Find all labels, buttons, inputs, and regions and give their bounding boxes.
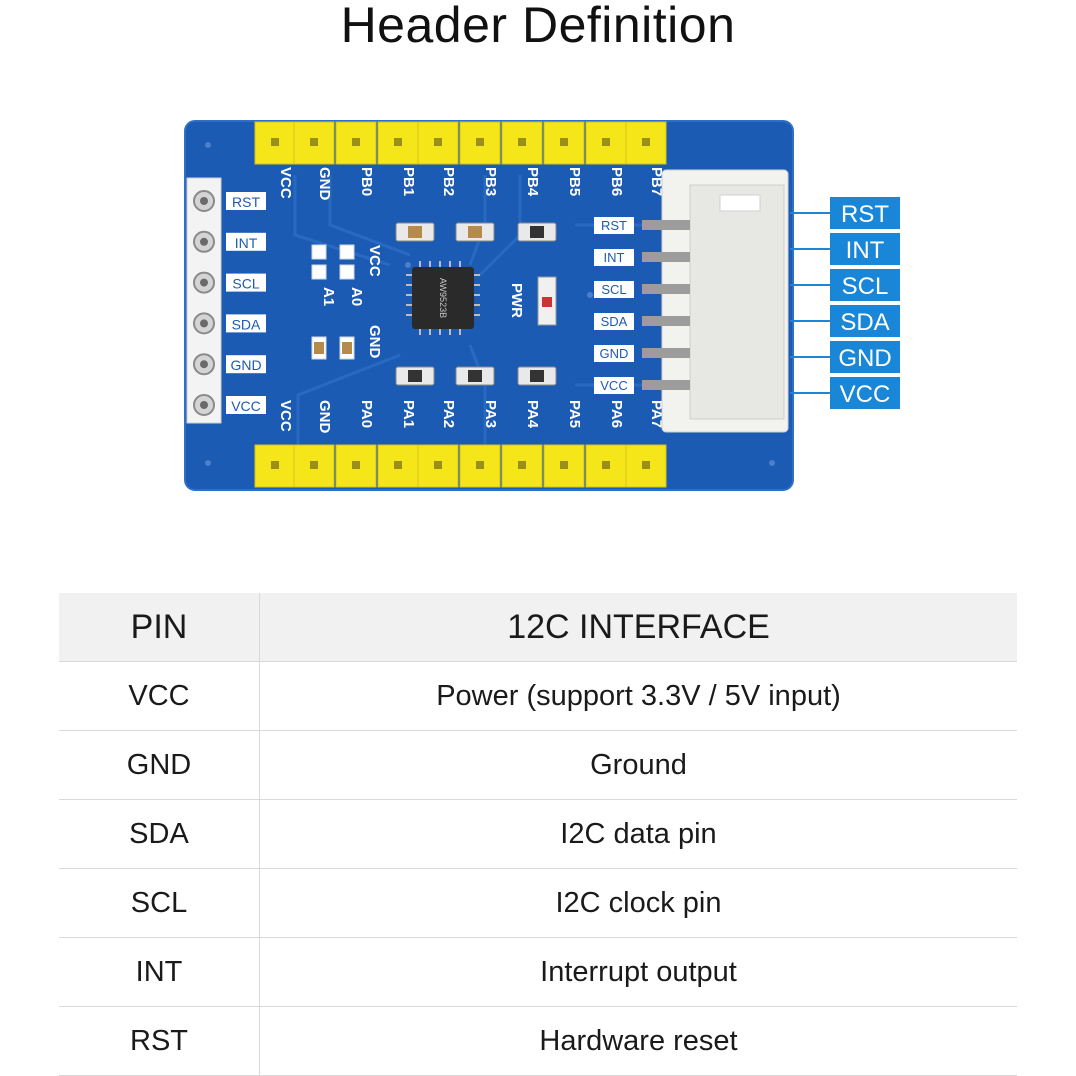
addr-label-a0: A0 [348, 287, 365, 306]
bottom-header-label: GND [316, 400, 333, 434]
addr-label-a1: A1 [320, 287, 337, 306]
pwr-label: PWR [508, 283, 525, 318]
pin-cell: SDA [59, 799, 260, 869]
left-pin-label: RST [232, 194, 260, 210]
connector-pin-label: SDA [601, 314, 628, 329]
top-header-label: VCC [277, 167, 294, 199]
pcb [185, 121, 793, 490]
description-cell: Hardware reset [259, 1006, 1017, 1076]
top-header-label: PB7 [648, 167, 665, 196]
bottom-header-label: PA4 [524, 400, 541, 429]
connector-pin-label: RST [601, 218, 627, 233]
io-expander-chip: AW9523B [406, 261, 480, 335]
left-pin-label: VCC [231, 398, 261, 414]
bottom-header-label: PA2 [440, 400, 457, 428]
pin-callouts: RST INT SCL SDA GND VCC [790, 197, 900, 409]
description-cell: I2C clock pin [259, 868, 1017, 938]
callout-label-int: INT [846, 237, 885, 264]
header-pin: PIN [59, 593, 260, 662]
pin-cell: RST [59, 1006, 260, 1076]
left-pin-strip [186, 177, 222, 424]
i2c-connector [642, 169, 789, 433]
top-header-label: PB5 [566, 167, 583, 196]
left-pin-label: SCL [232, 276, 259, 292]
top-header-label: PB4 [524, 167, 541, 197]
top-header-label: PB0 [358, 167, 375, 196]
top-pin-header [254, 121, 667, 165]
bottom-header-label: PA0 [358, 400, 375, 428]
bottom-header-label: VCC [277, 400, 294, 432]
description-cell: Interrupt output [259, 937, 1017, 1007]
bottom-pin-header [254, 444, 667, 488]
top-header-label: PB3 [482, 167, 499, 196]
left-pin-label: SDA [232, 316, 261, 332]
bottom-header-label: PA3 [482, 400, 499, 428]
pin-cell: GND [59, 730, 260, 800]
bottom-header-label: PA7 [648, 400, 665, 428]
pin-cell: VCC [59, 661, 260, 731]
description-cell: Ground [259, 730, 1017, 800]
bottom-header-label: PA5 [566, 400, 583, 428]
bottom-header-label: PA6 [608, 400, 625, 428]
page-title: Header Definition [340, 0, 736, 53]
top-header-label: PB1 [400, 167, 417, 196]
top-header-label: PB2 [440, 167, 457, 196]
callout-label-rst: RST [841, 201, 889, 228]
bottom-header-label: PA1 [400, 400, 417, 428]
top-header-label: PB6 [608, 167, 625, 196]
callout-label-vcc: VCC [840, 381, 891, 408]
description-cell: Power (support 3.3V / 5V input) [259, 661, 1017, 731]
addr-label-vcc: VCC [366, 245, 383, 277]
description-cell: I2C data pin [259, 799, 1017, 869]
callout-label-sda: SDA [840, 309, 889, 336]
addr-label-gnd: GND [366, 325, 383, 359]
header-interface: 12C INTERFACE [259, 593, 1017, 662]
connector-pin-label: INT [604, 250, 625, 265]
pin-cell: SCL [59, 868, 260, 938]
board-image: VCC GND PB0 PB1 PB2 PB3 PB4 PB5 PB6 PB7 VCC GND PA0… [180, 115, 910, 500]
chip-marking: AW9523B [438, 278, 448, 318]
pin-cell: INT [59, 937, 260, 1007]
connector-pin-label: VCC [600, 378, 627, 393]
left-pin-label: INT [235, 235, 258, 251]
connector-pin-label: SCL [601, 282, 626, 297]
top-header-label: GND [316, 167, 333, 201]
connector-pin-label: GND [600, 346, 629, 361]
callout-label-gnd: GND [838, 345, 891, 372]
table-header-row: PIN 12C INTERFACE [59, 593, 1017, 662]
left-pin-label: GND [230, 357, 261, 373]
callout-label-scl: SCL [842, 273, 889, 300]
